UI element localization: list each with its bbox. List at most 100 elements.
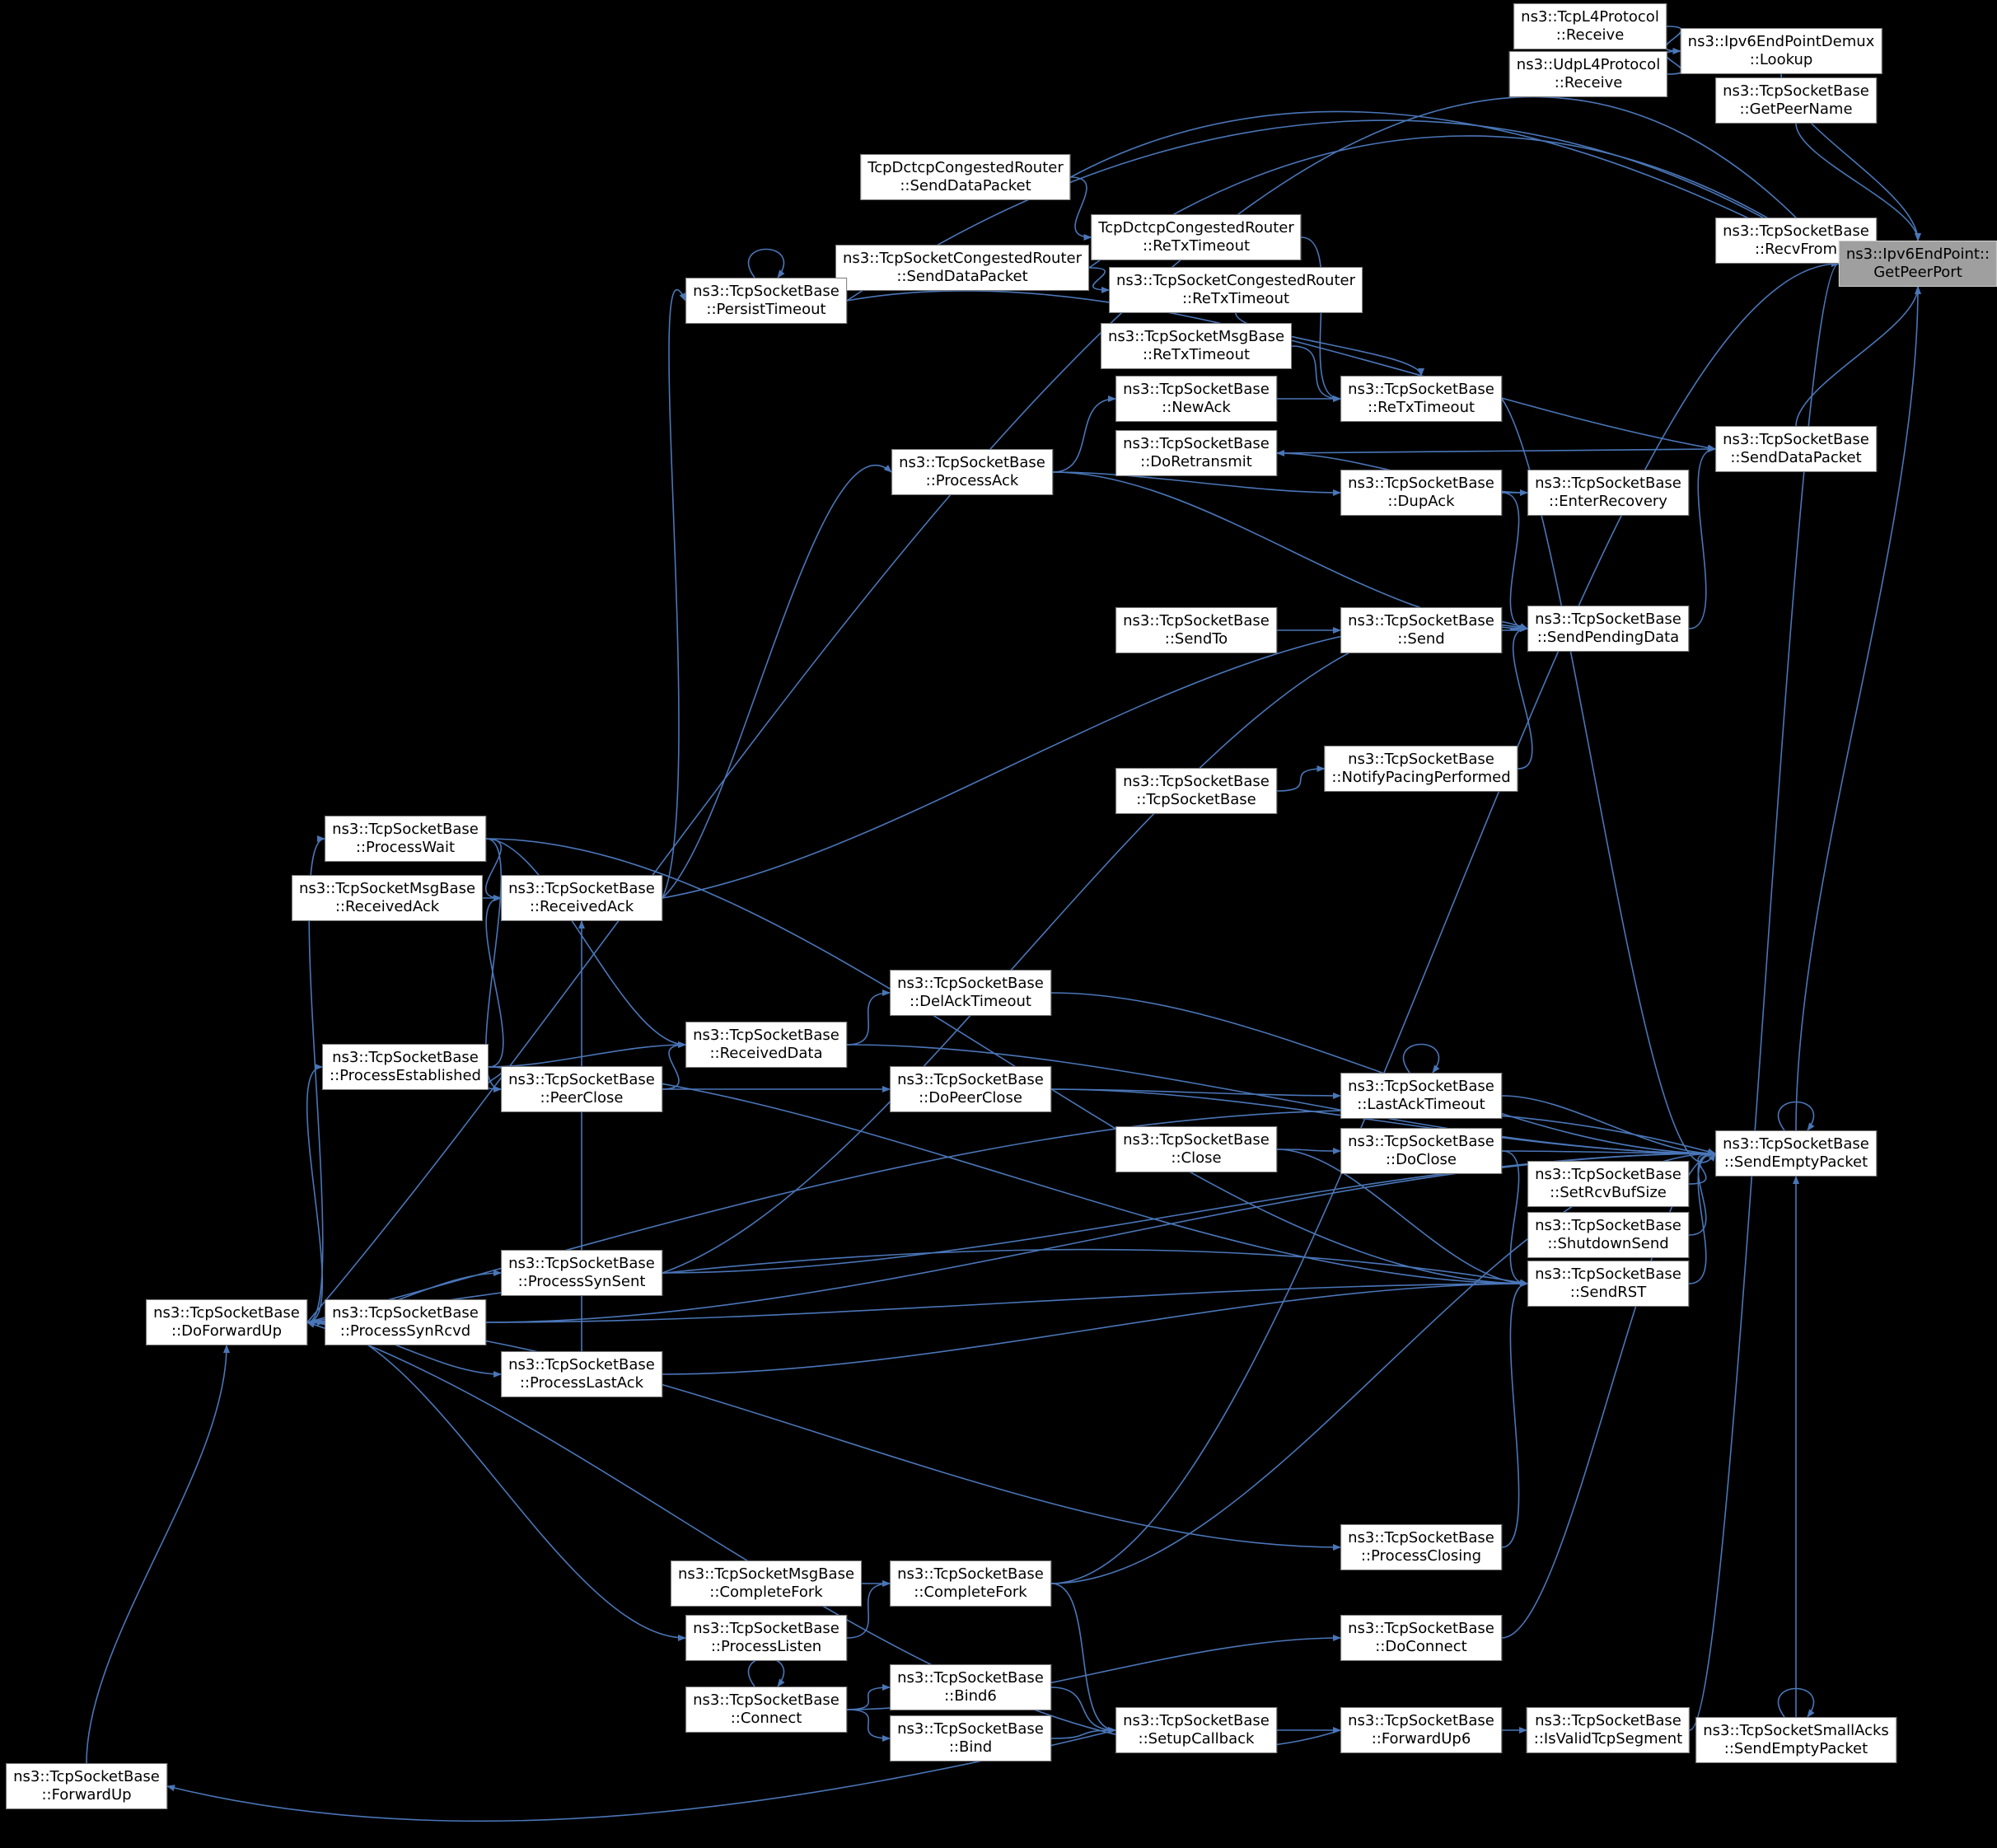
node-label-method: ::Bind6 <box>944 1687 997 1705</box>
node-label-class: ns3::TcpSocketBase <box>1348 475 1494 492</box>
node-notify-pacing[interactable]: ns3::TcpSocketBase::NotifyPacingPerforme… <box>1324 746 1518 792</box>
node-label-method: ::ReceivedData <box>709 1045 823 1062</box>
node-recv-from[interactable]: ns3::TcpSocketBase::RecvFrom <box>1715 218 1877 264</box>
node-is-valid-tcp-segment[interactable]: ns3::TcpSocketBase::IsValidTcpSegment <box>1526 1707 1691 1753</box>
node-label-method: ::CompleteFork <box>709 1584 823 1601</box>
node-label-method: ::Lookup <box>1749 51 1813 68</box>
node-dup-ack[interactable]: ns3::TcpSocketBase::DupAck <box>1340 470 1502 516</box>
node-do-peer-close[interactable]: ns3::TcpSocketBase::DoPeerClose <box>890 1066 1051 1112</box>
node-label-class: ns3::TcpSocketBase <box>693 1620 839 1637</box>
node-setup-callback[interactable]: ns3::TcpSocketBase::SetupCallback <box>1115 1707 1277 1753</box>
node-do-connect[interactable]: ns3::TcpSocketBase::DoConnect <box>1340 1615 1502 1661</box>
node-label-method: ::ProcessListen <box>710 1638 822 1655</box>
node-do-retransmit[interactable]: ns3::TcpSocketBase::DoRetransmit <box>1115 430 1277 476</box>
node-persist-timeout[interactable]: ns3::TcpSocketBase::PersistTimeout <box>685 278 847 324</box>
node-forward-up[interactable]: ns3::TcpSocketBase::ForwardUp <box>6 1763 167 1809</box>
node-label-method: ::NotifyPacingPerformed <box>1331 769 1511 786</box>
node-msg-retx[interactable]: ns3::TcpSocketMsgBase::ReTxTimeout <box>1100 323 1293 369</box>
node-label-method: ::DoPeerClose <box>919 1089 1022 1106</box>
node-label-method: ::DoClose <box>1385 1151 1457 1168</box>
node-send-data-packet[interactable]: ns3::TcpSocketBase::SendDataPacket <box>1715 426 1877 472</box>
node-send-rst[interactable]: ns3::TcpSocketBase::SendRST <box>1527 1261 1689 1307</box>
call-edge <box>1235 312 1424 377</box>
call-edge <box>485 838 1528 1287</box>
node-label-class: ns3::TcpSocketBase <box>1123 1131 1270 1149</box>
node-send-pending[interactable]: ns3::TcpSocketBase::SendPendingData <box>1527 606 1689 652</box>
call-edge <box>1512 625 1533 770</box>
node-label-method: ::DoRetransmit <box>1140 453 1252 470</box>
node-process-wait[interactable]: ns3::TcpSocketBase::ProcessWait <box>325 816 486 862</box>
node-label-class: ns3::TcpSocketBase <box>1535 1266 1681 1283</box>
node-label-class: ns3::TcpSocketBase <box>1535 611 1681 628</box>
node-label-class: ns3::TcpSocketBase <box>1535 1712 1681 1729</box>
node-close[interactable]: ns3::TcpSocketBase::Close <box>1115 1126 1277 1172</box>
call-edge <box>1291 345 1341 402</box>
call-edge <box>1688 1150 1716 1185</box>
node-label-method: ::SendEmptyPacket <box>1723 1153 1868 1171</box>
node-received-ack[interactable]: ns3::TcpSocketBase::ReceivedAck <box>501 875 662 921</box>
call-edge <box>1050 260 1840 1584</box>
node-label-class: ns3::TcpSocketBase <box>1535 1217 1681 1234</box>
node-new-ack[interactable]: ns3::TcpSocketBase::NewAck <box>1115 376 1277 422</box>
node-dctcp-retx[interactable]: TcpDctcpCongestedRouter::ReTxTimeout <box>1091 214 1302 260</box>
node-label-method: ::Send <box>1397 630 1445 648</box>
node-send-to[interactable]: ns3::TcpSocketBase::SendTo <box>1115 607 1277 653</box>
node-msg-received-ack[interactable]: ns3::TcpSocketMsgBase::ReceivedAck <box>291 875 484 921</box>
node-process-syn-rcvd[interactable]: ns3::TcpSocketBase::ProcessSynRcvd <box>325 1299 486 1345</box>
call-edge <box>1501 1150 1528 1287</box>
node-dctcp-send-data[interactable]: TcpDctcpCongestedRouter::SendDataPacket <box>860 154 1071 200</box>
node-label-class: ns3::TcpSocketCongestedRouter <box>843 250 1082 267</box>
node-enter-recovery[interactable]: ns3::TcpSocketBase::EnterRecovery <box>1527 470 1689 516</box>
call-edge <box>306 835 325 1323</box>
node-small-acks-send-empty[interactable]: ns3::TcpSocketSmallAcks::SendEmptyPacket <box>1695 1717 1896 1763</box>
node-congested-retx[interactable]: ns3::TcpSocketCongestedRouter::ReTxTimeo… <box>1109 267 1363 313</box>
node-ipv6-demux-lookup[interactable]: ns3::Ipv6EndPointDemux::Lookup <box>1680 28 1882 74</box>
call-edge <box>1688 446 1716 629</box>
call-edge <box>662 1041 686 1090</box>
node-label-class: ns3::TcpSocketBase <box>1723 1135 1869 1153</box>
node-connect[interactable]: ns3::TcpSocketBase::Connect <box>685 1687 847 1733</box>
node-do-forward-up[interactable]: ns3::TcpSocketBase::DoForwardUp <box>146 1299 307 1345</box>
node-retx-timeout[interactable]: ns3::TcpSocketBase::ReTxTimeout <box>1340 376 1502 422</box>
node-bind[interactable]: ns3::TcpSocketBase::Bind <box>890 1715 1051 1761</box>
node-label-method: ::SendDataPacket <box>1730 449 1862 466</box>
node-shutdown-send[interactable]: ns3::TcpSocketBase::ShutdownSend <box>1527 1212 1689 1258</box>
node-label-class: ns3::TcpSocketBase <box>1723 431 1869 448</box>
node-send-empty-packet[interactable]: ns3::TcpSocketBase::SendEmptyPacket <box>1715 1130 1877 1177</box>
node-get-peer-name[interactable]: ns3::TcpSocketBase::GetPeerName <box>1715 77 1877 124</box>
node-peer-close[interactable]: ns3::TcpSocketBase::PeerClose <box>501 1066 662 1112</box>
node-received-data[interactable]: ns3::TcpSocketBase::ReceivedData <box>685 1022 847 1068</box>
node-tcp-ctor[interactable]: ns3::TcpSocketBase::TcpSocketBase <box>1115 768 1277 814</box>
node-del-ack-timeout[interactable]: ns3::TcpSocketBase::DelAckTimeout <box>890 970 1051 1016</box>
call-edge <box>846 1684 891 1710</box>
call-edge <box>1795 286 1921 1131</box>
node-tcp-l4-receive[interactable]: ns3::TcpL4Protocol::Receive <box>1513 3 1667 49</box>
node-congested-send-data[interactable]: ns3::TcpSocketCongestedRouter::SendDataP… <box>835 245 1089 291</box>
node-label-method: ::GetPeerName <box>1739 101 1853 118</box>
call-edge <box>485 838 686 1048</box>
call-edge <box>306 1064 324 1323</box>
node-process-ack[interactable]: ns3::TcpSocketBase::ProcessAck <box>891 449 1053 495</box>
node-label-class: ns3::TcpSocketSmallAcks <box>1703 1722 1889 1739</box>
node-send[interactable]: ns3::TcpSocketBase::Send <box>1340 607 1502 653</box>
node-bind6[interactable]: ns3::TcpSocketBase::Bind6 <box>890 1664 1051 1710</box>
node-last-ack-timeout[interactable]: ns3::TcpSocketBase::LastAckTimeout <box>1340 1073 1502 1119</box>
node-label-class: ns3::TcpSocketBase <box>1348 381 1494 398</box>
node-process-syn-sent[interactable]: ns3::TcpSocketBase::ProcessSynSent <box>501 1250 662 1296</box>
node-msg-complete-fork[interactable]: ns3::TcpSocketMsgBase::CompleteFork <box>670 1560 863 1607</box>
node-label-method: ::SendDataPacket <box>896 268 1028 285</box>
node-label-method: ::Receive <box>1554 74 1623 91</box>
call-edge <box>846 989 891 1046</box>
node-process-last-ack[interactable]: ns3::TcpSocketBase::ProcessLastAck <box>501 1351 662 1397</box>
node-process-established[interactable]: ns3::TcpSocketBase::ProcessEstablished <box>322 1044 489 1090</box>
node-label-method: ::Bind <box>948 1738 993 1756</box>
node-forward-up6[interactable]: ns3::TcpSocketBase::ForwardUp6 <box>1340 1707 1502 1753</box>
node-udp-l4-receive[interactable]: ns3::UdpL4Protocol::Receive <box>1508 51 1668 97</box>
node-process-closing[interactable]: ns3::TcpSocketBase::ProcessClosing <box>1340 1524 1502 1570</box>
node-label-class: ns3::TcpSocketBase <box>1535 475 1681 492</box>
node-do-close[interactable]: ns3::TcpSocketBase::DoClose <box>1340 1128 1502 1174</box>
call-edge <box>1688 1150 1716 1236</box>
node-complete-fork[interactable]: ns3::TcpSocketBase::CompleteFork <box>890 1560 1051 1607</box>
node-set-rcv-buf-size[interactable]: ns3::TcpSocketBase::SetRcvBufSize <box>1527 1161 1689 1207</box>
node-process-listen[interactable]: ns3::TcpSocketBase::ProcessListen <box>685 1615 847 1661</box>
